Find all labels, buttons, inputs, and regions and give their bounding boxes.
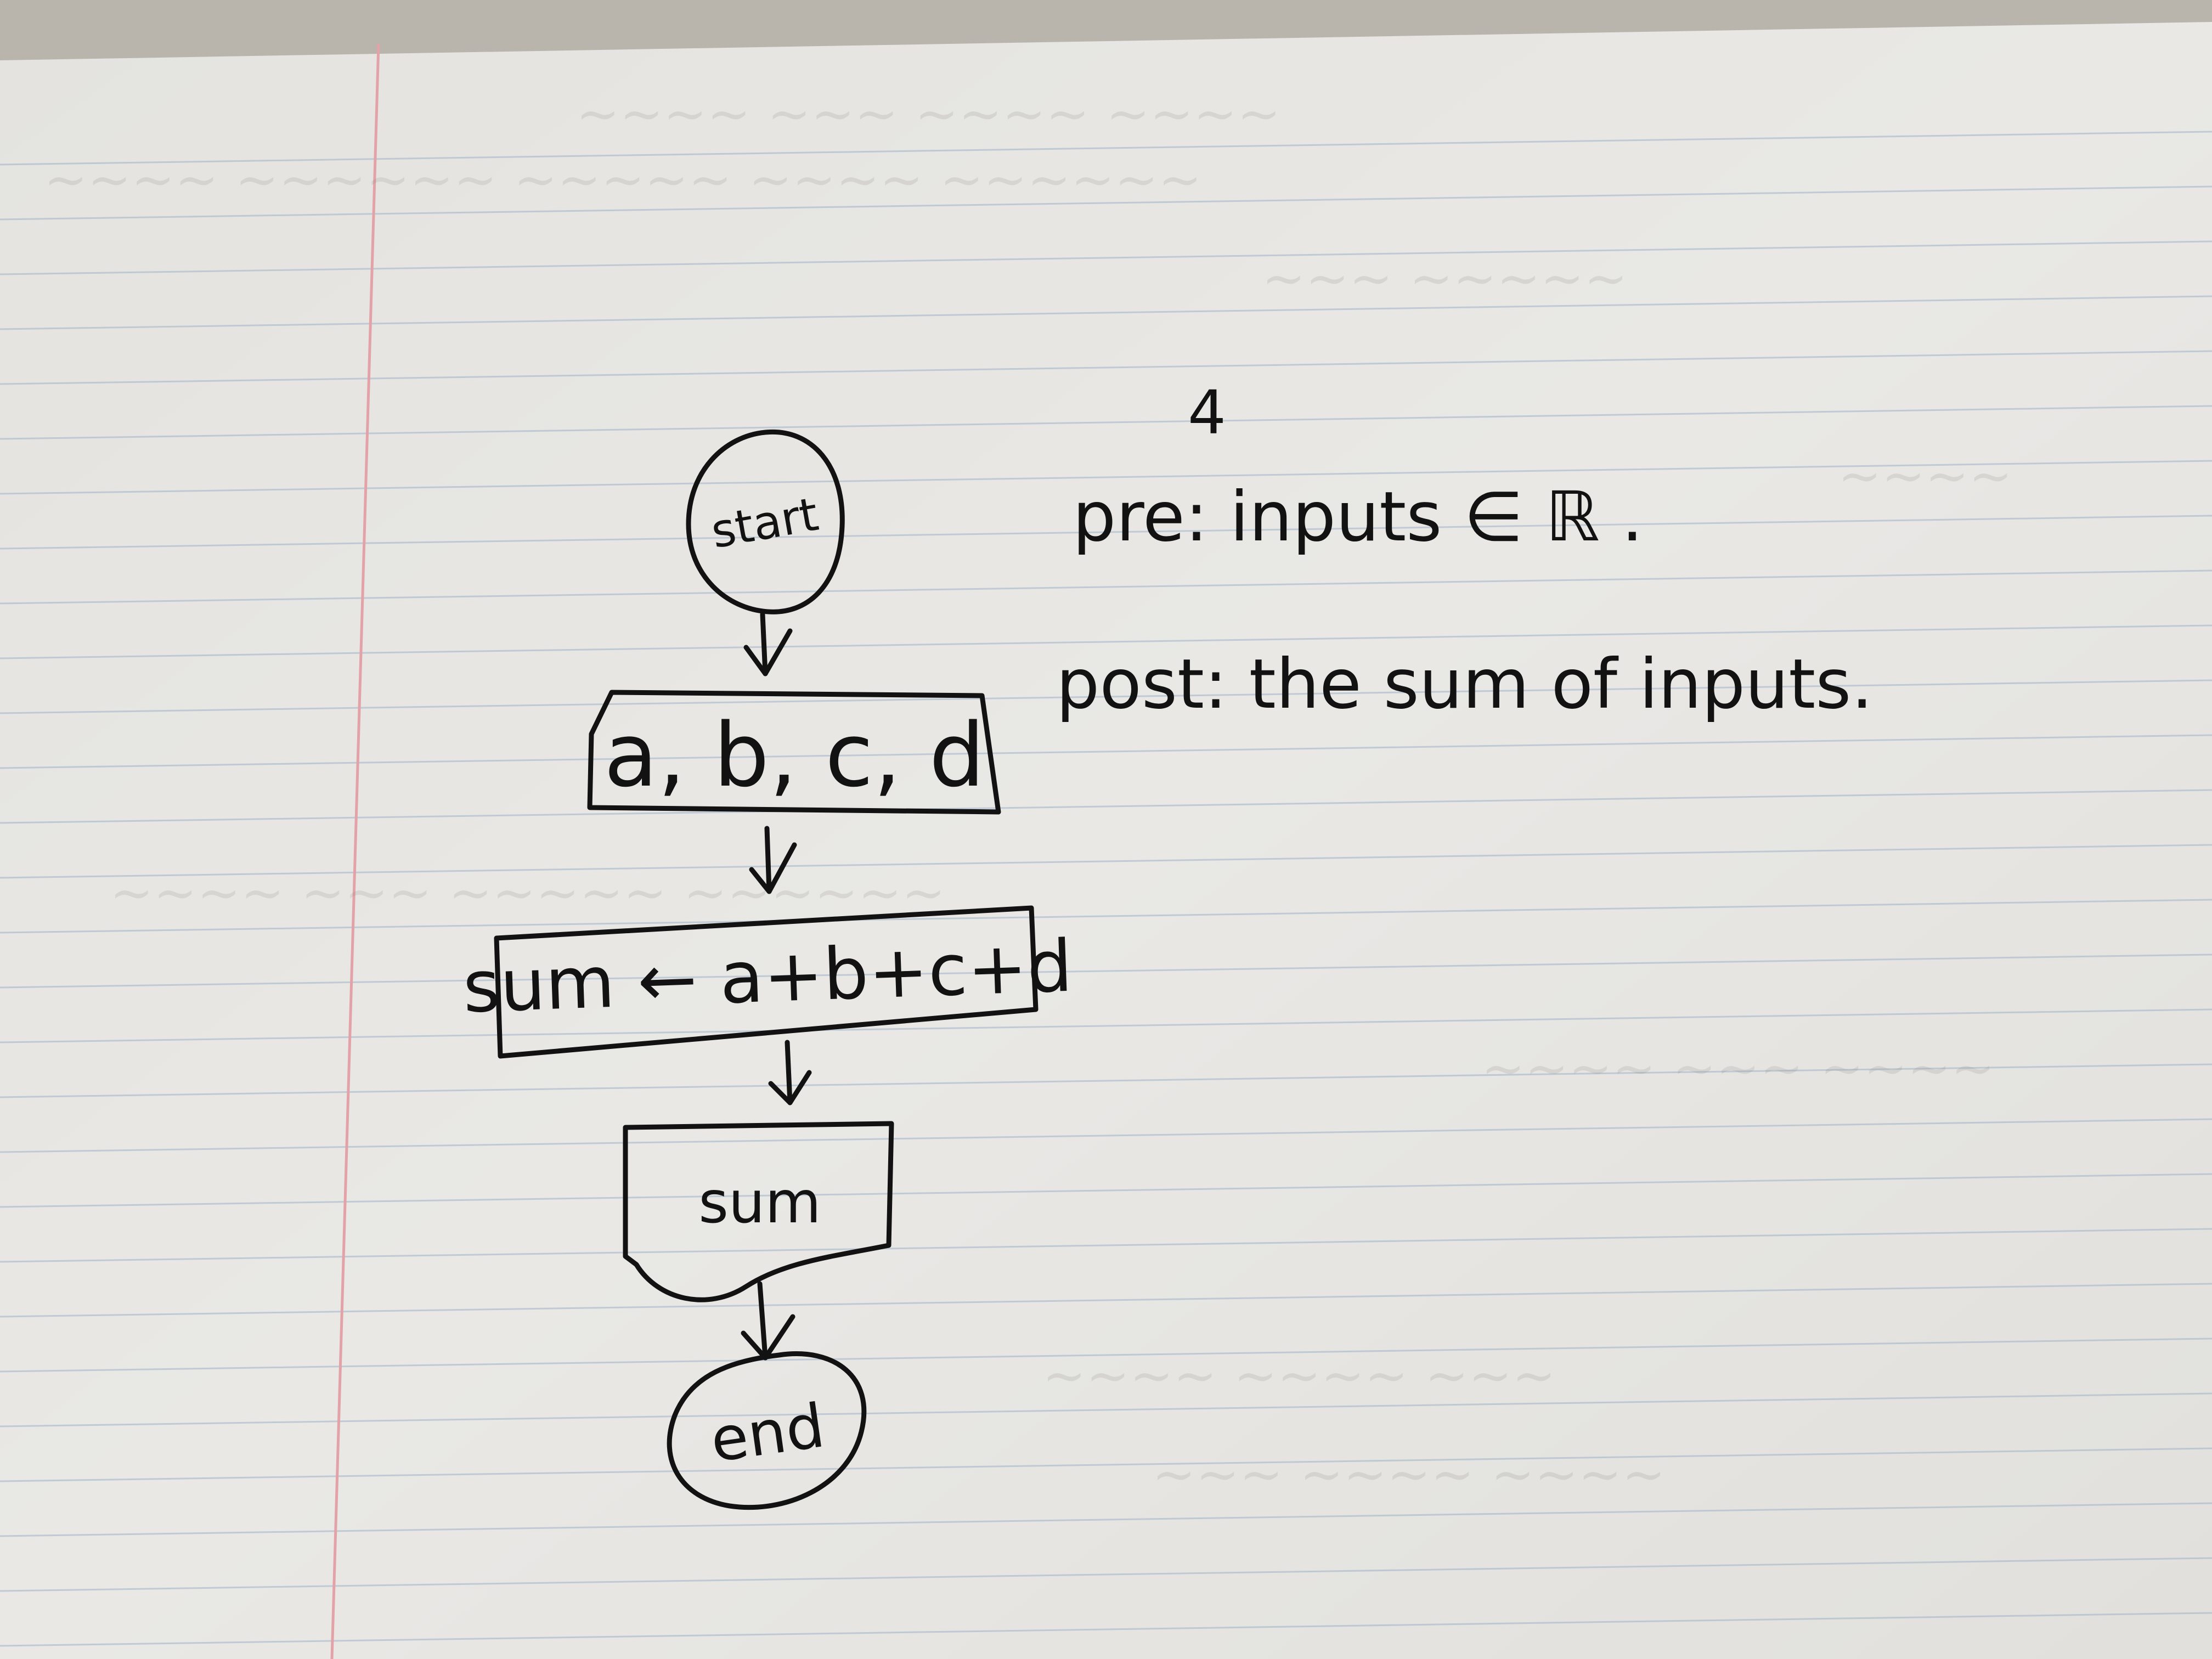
ruled-lines [0, 131, 2212, 1647]
ruled-line [0, 1502, 2212, 1537]
ruled-line [0, 1228, 2212, 1263]
svg-text:~~~~ ~~~ ~~~~~ ~~~~~~: ~~~~ ~~~ ~~~~~ ~~~~~~ [110, 863, 945, 923]
precondition-text: pre: inputs ∈ ℝ . [1073, 477, 1643, 557]
ruled-line [0, 131, 2212, 166]
input-node: a, b, c, d [587, 690, 1001, 815]
ruled-line [0, 1063, 2212, 1098]
problem-number: 4 [1188, 377, 1226, 448]
svg-text:~~~~ ~~~~~~ ~~~~~ ~~~~ ~~~~~~: ~~~~ ~~~~~~ ~~~~~ ~~~~ ~~~~~~ [44, 150, 1202, 210]
arrow-start-to-input [743, 612, 793, 676]
svg-text:~~~~ ~~~ ~~~~ ~~~~: ~~~~ ~~~ ~~~~ ~~~~ [576, 84, 1281, 144]
svg-text:~~~ ~~~~~: ~~~ ~~~~~ [1262, 249, 1628, 309]
ruled-line [0, 460, 2212, 495]
flowchart: start a, b, c, d sum ← a+b+c+d [461, 429, 1074, 1510]
ruled-line [0, 624, 2212, 659]
ruled-line [0, 515, 2212, 550]
margin-line [330, 43, 380, 1659]
input-parallelogram-shape [587, 690, 1001, 815]
arrow-process-to-output [768, 1040, 812, 1105]
ruled-line [0, 734, 2212, 769]
output-document-shape [623, 1121, 894, 1302]
input-label: a, b, c, d [604, 704, 985, 806]
ruled-line [0, 185, 2212, 221]
end-node: end [667, 1351, 867, 1510]
ruled-line [0, 569, 2212, 605]
arrow-input-to-process [749, 826, 797, 894]
ruled-line [0, 1557, 2212, 1592]
ruled-line [0, 1173, 2212, 1208]
postcondition-text: post: the sum of inputs. [1056, 645, 1873, 724]
svg-text:~~~~ ~~~~ ~~~: ~~~~ ~~~~ ~~~ [1042, 1346, 1556, 1406]
ruled-line [0, 899, 2212, 934]
ruled-line [0, 1338, 2212, 1373]
ruled-line [0, 240, 2212, 275]
svg-text:~~~ ~~~~ ~~~~: ~~~ ~~~~ ~~~~ [1152, 1444, 1666, 1505]
ruled-line [0, 1447, 2212, 1482]
ruled-line [0, 1008, 2212, 1043]
ruled-line [0, 1392, 2212, 1427]
ruled-line [0, 953, 2212, 989]
svg-text:~~~~: ~~~~ [1838, 446, 2012, 506]
start-oval-shape [686, 429, 845, 614]
ruled-line [0, 1118, 2212, 1153]
ruled-line [0, 844, 2212, 879]
svg-text:~~~~ ~~~ ~~~~: ~~~~ ~~~ ~~~~ [1481, 1039, 1995, 1099]
show-through-writing: ~~~~ ~~~ ~~~~ ~~~~ ~~~~ ~~~~~~ ~~~~~ ~~~… [44, 84, 2012, 1505]
paper-sheet [0, 22, 2212, 1659]
output-node: sum [623, 1121, 894, 1302]
ruled-line [0, 789, 2212, 824]
end-label: end [706, 1390, 828, 1476]
ruled-line [0, 1283, 2212, 1318]
output-label: sum [698, 1169, 821, 1236]
annotations: 4 pre: inputs ∈ ℝ . post: the sum of inp… [1056, 377, 1873, 724]
ruled-line [0, 679, 2212, 714]
ruled-line [0, 1612, 2212, 1647]
end-oval-shape [667, 1351, 867, 1510]
process-rectangle-shape [494, 905, 1039, 1059]
ruled-line [0, 295, 2212, 330]
